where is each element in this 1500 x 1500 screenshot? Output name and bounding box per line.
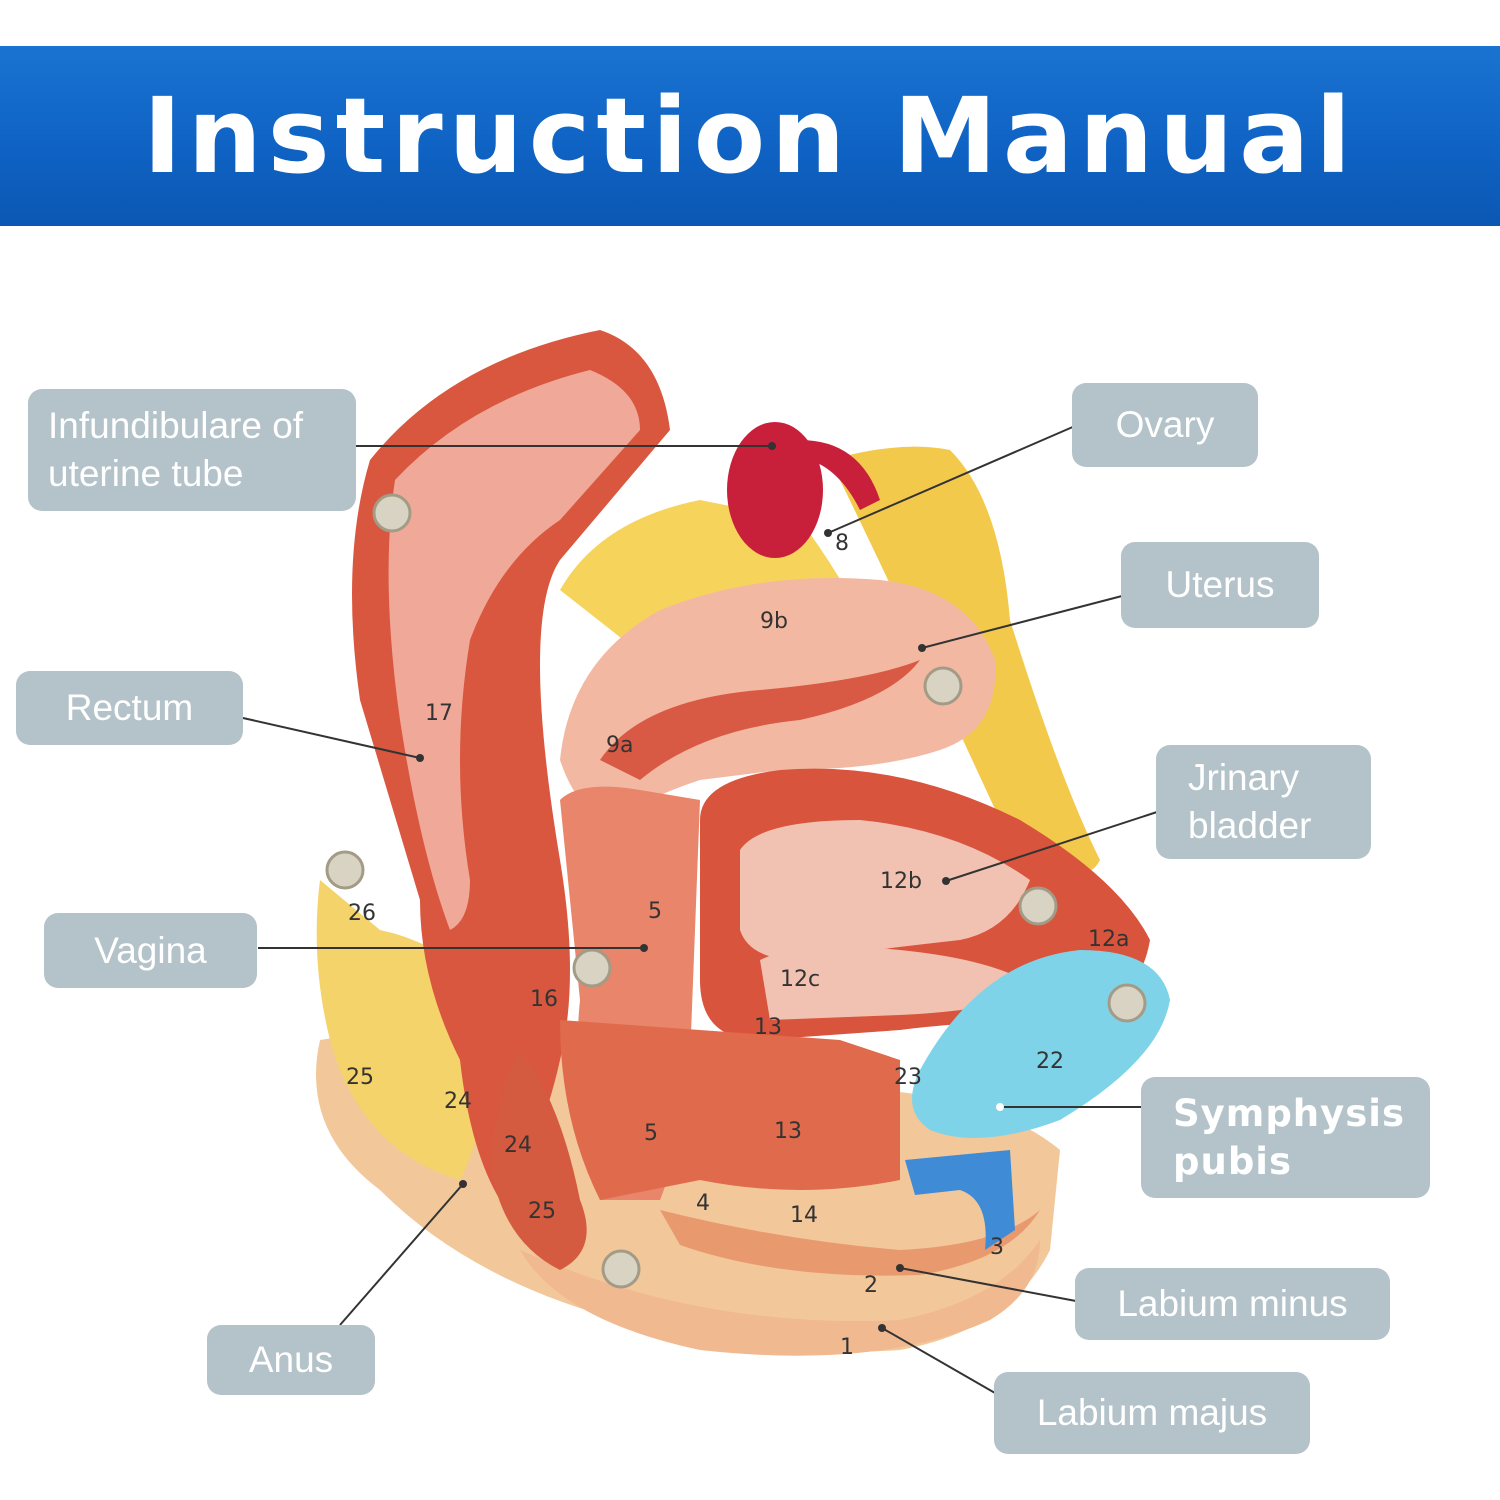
model-number-5-lower: 5: [644, 1121, 658, 1146]
labium-majus-shape: [520, 1240, 1040, 1356]
model-number-14: 14: [790, 1203, 818, 1228]
leader-ovary: [827, 425, 1076, 534]
label-vagina: Vagina: [44, 913, 257, 988]
model-number-5-upper: 5: [648, 899, 662, 924]
magnet-6: [325, 850, 365, 890]
page-title: Instruction Manual: [143, 75, 1357, 197]
bladder-lumen: [740, 820, 1030, 960]
magnet-7: [601, 1249, 641, 1289]
ovary-shape: [727, 422, 823, 558]
model-number-16: 16: [530, 987, 558, 1012]
rectum-lumen: [388, 370, 640, 930]
symphysis-shape: [912, 950, 1170, 1138]
leader-dot-ovary: [824, 529, 832, 537]
magnet-2: [923, 666, 963, 706]
model-number-8: 8: [835, 531, 849, 556]
magnet-1: [372, 493, 412, 533]
perineal-muscle: [560, 1020, 900, 1200]
label-infundibulare: Infundibulare of uterine tube: [28, 389, 356, 511]
bladder-lower: [760, 946, 1040, 1020]
urethra-shape: [905, 1150, 1015, 1250]
anal-canal: [490, 1050, 587, 1270]
magnet-3: [1018, 886, 1058, 926]
leader-dot-symphysis: [996, 1103, 1004, 1111]
uterus-cavity: [600, 660, 920, 780]
model-number-13-upper: 13: [754, 1015, 782, 1040]
leader-bladder: [945, 811, 1158, 882]
ovary-ligament: [800, 440, 880, 510]
label-anus: Anus: [207, 1325, 375, 1395]
label-symphysis: Symphysis pubis: [1141, 1077, 1430, 1198]
leader-labium-majus: [881, 1327, 996, 1394]
label-bladder: Jrinary bladder: [1156, 745, 1371, 859]
model-number-26: 26: [348, 901, 376, 926]
model-number-3: 3: [990, 1235, 1004, 1260]
model-number-12a: 12a: [1088, 927, 1129, 952]
magnet-5: [572, 948, 612, 988]
model-number-1: 1: [840, 1335, 854, 1360]
leader-dot-labium-minus: [896, 1264, 904, 1272]
model-number-23: 23: [894, 1065, 922, 1090]
model-number-12b: 12b: [880, 869, 922, 894]
model-number-25-left: 25: [346, 1065, 374, 1090]
leader-uterus: [921, 595, 1123, 649]
label-rectum: Rectum: [16, 671, 243, 745]
header-banner: Instruction Manual: [0, 46, 1500, 226]
leader-dot-labium-majus: [878, 1324, 886, 1332]
model-number-17: 17: [425, 701, 453, 726]
model-number-13-lower: 13: [774, 1119, 802, 1144]
model-number-25-right: 25: [528, 1199, 556, 1224]
leader-rectum: [242, 717, 421, 759]
fat-left: [316, 880, 487, 1180]
model-number-22: 22: [1036, 1049, 1064, 1074]
leader-dot-rectum: [416, 754, 424, 762]
leader-dot-infundibulare: [768, 442, 776, 450]
label-labium-minus: Labium minus: [1075, 1268, 1390, 1340]
magnet-4: [1107, 983, 1147, 1023]
leader-dot-vagina: [640, 944, 648, 952]
leader-dot-uterus: [918, 644, 926, 652]
model-number-24-right: 24: [504, 1133, 532, 1158]
label-uterus: Uterus: [1121, 542, 1319, 628]
model-number-9b: 9b: [760, 609, 788, 634]
label-labium-majus: Labium majus: [994, 1372, 1310, 1454]
leader-dot-anus: [459, 1180, 467, 1188]
leader-anus: [339, 1183, 464, 1326]
model-number-24-left: 24: [444, 1089, 472, 1114]
model-number-2: 2: [864, 1273, 878, 1298]
leader-dot-bladder: [942, 877, 950, 885]
model-number-12c: 12c: [780, 967, 820, 992]
leader-labium-minus: [899, 1267, 1077, 1302]
model-number-4: 4: [696, 1191, 710, 1216]
model-number-9a: 9a: [606, 733, 633, 758]
labium-minus-shape: [660, 1210, 1040, 1276]
label-ovary: Ovary: [1072, 383, 1258, 467]
